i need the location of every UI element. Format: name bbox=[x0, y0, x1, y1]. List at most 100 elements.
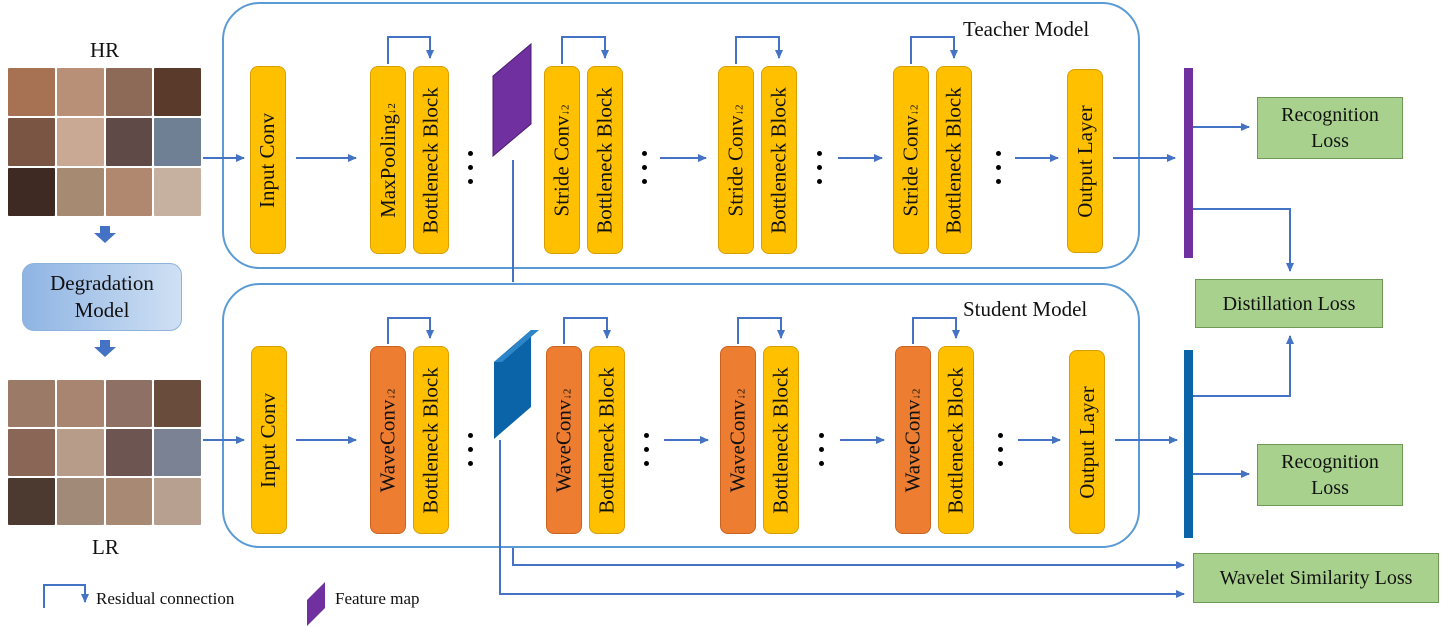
face-image bbox=[105, 380, 153, 427]
legend-feature-icon bbox=[307, 582, 325, 626]
hr-label: HR bbox=[90, 38, 120, 62]
teacher-input-conv-block: Input Conv bbox=[250, 66, 286, 254]
face-image bbox=[154, 118, 201, 166]
face-image bbox=[56, 118, 104, 166]
teacher-output-bar bbox=[1184, 68, 1193, 258]
waveconv-label: WaveConv↓2 bbox=[725, 388, 750, 492]
teacher-input-conv-label: Input Conv bbox=[255, 112, 280, 208]
face-image bbox=[56, 429, 104, 476]
teacher-bottleneck-block-1: Bottleneck Block bbox=[413, 66, 449, 254]
bottleneck-label: Bottleneck Block bbox=[418, 366, 443, 514]
teacher-bottleneck-block-3: Bottleneck Block bbox=[761, 66, 797, 254]
face-image bbox=[105, 118, 153, 166]
student-input-conv-label: Input Conv bbox=[256, 392, 281, 488]
face-image bbox=[105, 168, 153, 216]
bottleneck-label: Bottleneck Block bbox=[418, 86, 443, 234]
bottleneck-label: Bottleneck Block bbox=[768, 366, 793, 514]
student-output-bar bbox=[1184, 350, 1193, 538]
teacher-ellipsis-2 bbox=[642, 151, 648, 193]
face-image bbox=[56, 478, 104, 525]
student-bottleneck-block-1: Bottleneck Block bbox=[413, 346, 449, 534]
student-waveconv-block-4: WaveConv↓2 bbox=[895, 346, 931, 534]
student-bottleneck-block-4: Bottleneck Block bbox=[938, 346, 974, 534]
student-waveconv-block-3: WaveConv↓2 bbox=[720, 346, 756, 534]
student-ellipsis-2 bbox=[644, 433, 650, 475]
face-image bbox=[56, 168, 104, 216]
down-arrow-icon bbox=[94, 340, 116, 357]
teacher-maxpooling-block: MaxPooling↓2 bbox=[370, 66, 406, 254]
maxpooling-label: MaxPooling↓2 bbox=[375, 102, 400, 218]
bottleneck-label: Bottleneck Block bbox=[943, 366, 968, 514]
student-ellipsis-3 bbox=[819, 433, 825, 475]
teacher-ellipsis-1 bbox=[468, 151, 474, 193]
hr-face-grid bbox=[8, 68, 201, 216]
face-image bbox=[8, 68, 55, 116]
legend-residual-label: Residual connection bbox=[96, 589, 235, 608]
face-image bbox=[154, 68, 201, 116]
face-image bbox=[56, 380, 104, 427]
teacher-stride-conv-block-2: Stride Conv↓2 bbox=[718, 66, 754, 254]
output-layer-label: Output Layer bbox=[1074, 385, 1099, 499]
lr-label: LR bbox=[92, 535, 119, 559]
teacher-stride-conv-block-1: Stride Conv↓2 bbox=[544, 66, 580, 254]
bottleneck-label: Bottleneck Block bbox=[766, 86, 791, 234]
student-model-frame bbox=[222, 283, 1140, 548]
face-image bbox=[8, 168, 55, 216]
stride-conv-label: Stride Conv↓2 bbox=[549, 104, 574, 216]
teacher-stride-conv-block-3: Stride Conv↓2 bbox=[893, 66, 929, 254]
wavelet-similarity-loss-box: Wavelet Similarity Loss bbox=[1193, 553, 1439, 603]
waveconv-label: WaveConv↓2 bbox=[900, 388, 925, 492]
student-input-conv-block: Input Conv bbox=[251, 346, 287, 534]
degradation-model-label: Degradation Model bbox=[50, 270, 154, 322]
waveconv-label: WaveConv↓2 bbox=[375, 388, 400, 492]
face-image bbox=[105, 68, 153, 116]
recognition-loss-top-box: Recognition Loss bbox=[1257, 97, 1403, 159]
face-image bbox=[8, 429, 55, 476]
face-image bbox=[8, 380, 55, 427]
student-waveconv-block-1: WaveConv↓2 bbox=[370, 346, 406, 534]
face-image bbox=[105, 429, 153, 476]
face-image bbox=[154, 168, 201, 216]
face-image bbox=[8, 478, 55, 525]
arrow bbox=[1193, 335, 1294, 397]
output-layer-label: Output Layer bbox=[1072, 104, 1097, 218]
student-model-title: Student Model bbox=[963, 297, 1088, 321]
teacher-ellipsis-3 bbox=[817, 151, 823, 193]
student-output-layer-block: Output Layer bbox=[1069, 350, 1105, 534]
legend-residual-icon bbox=[43, 584, 89, 608]
distillation-loss-box: Distillation Loss bbox=[1195, 279, 1383, 328]
arrow bbox=[1193, 208, 1294, 272]
face-image bbox=[154, 478, 201, 525]
face-image bbox=[105, 478, 153, 525]
lr-face-grid bbox=[8, 380, 201, 525]
teacher-bottleneck-block-4: Bottleneck Block bbox=[936, 66, 972, 254]
teacher-model-frame bbox=[222, 2, 1140, 269]
legend-feature-label: Feature map bbox=[335, 589, 420, 608]
recognition-loss-bottom-label: Recognition Loss bbox=[1281, 451, 1379, 499]
teacher-output-layer-block: Output Layer bbox=[1067, 69, 1103, 253]
student-waveconv-block-2: WaveConv↓2 bbox=[546, 346, 582, 534]
teacher-ellipsis-4 bbox=[996, 151, 1002, 193]
stride-conv-label: Stride Conv↓2 bbox=[898, 104, 923, 216]
student-ellipsis-1 bbox=[468, 433, 474, 475]
teacher-model-title: Teacher Model bbox=[963, 17, 1090, 41]
face-image bbox=[154, 380, 201, 427]
recognition-loss-bottom-box: Recognition Loss bbox=[1257, 444, 1403, 506]
down-arrow-icon bbox=[94, 226, 116, 243]
face-image bbox=[56, 68, 104, 116]
stride-conv-label: Stride Conv↓2 bbox=[723, 104, 748, 216]
student-bottleneck-block-2: Bottleneck Block bbox=[589, 346, 625, 534]
bottleneck-label: Bottleneck Block bbox=[592, 86, 617, 234]
wavelet-similarity-loss-label: Wavelet Similarity Loss bbox=[1219, 567, 1413, 589]
feature-link bbox=[512, 548, 1185, 569]
recognition-loss-top-label: Recognition Loss bbox=[1281, 104, 1379, 152]
degradation-model-box: Degradation Model bbox=[22, 263, 182, 331]
face-image bbox=[154, 429, 201, 476]
student-bottleneck-block-3: Bottleneck Block bbox=[763, 346, 799, 534]
bottleneck-label: Bottleneck Block bbox=[941, 86, 966, 234]
distillation-loss-label: Distillation Loss bbox=[1222, 292, 1356, 315]
face-image bbox=[8, 118, 55, 166]
teacher-bottleneck-block-2: Bottleneck Block bbox=[587, 66, 623, 254]
bottleneck-label: Bottleneck Block bbox=[594, 366, 619, 514]
student-ellipsis-4 bbox=[998, 433, 1004, 475]
